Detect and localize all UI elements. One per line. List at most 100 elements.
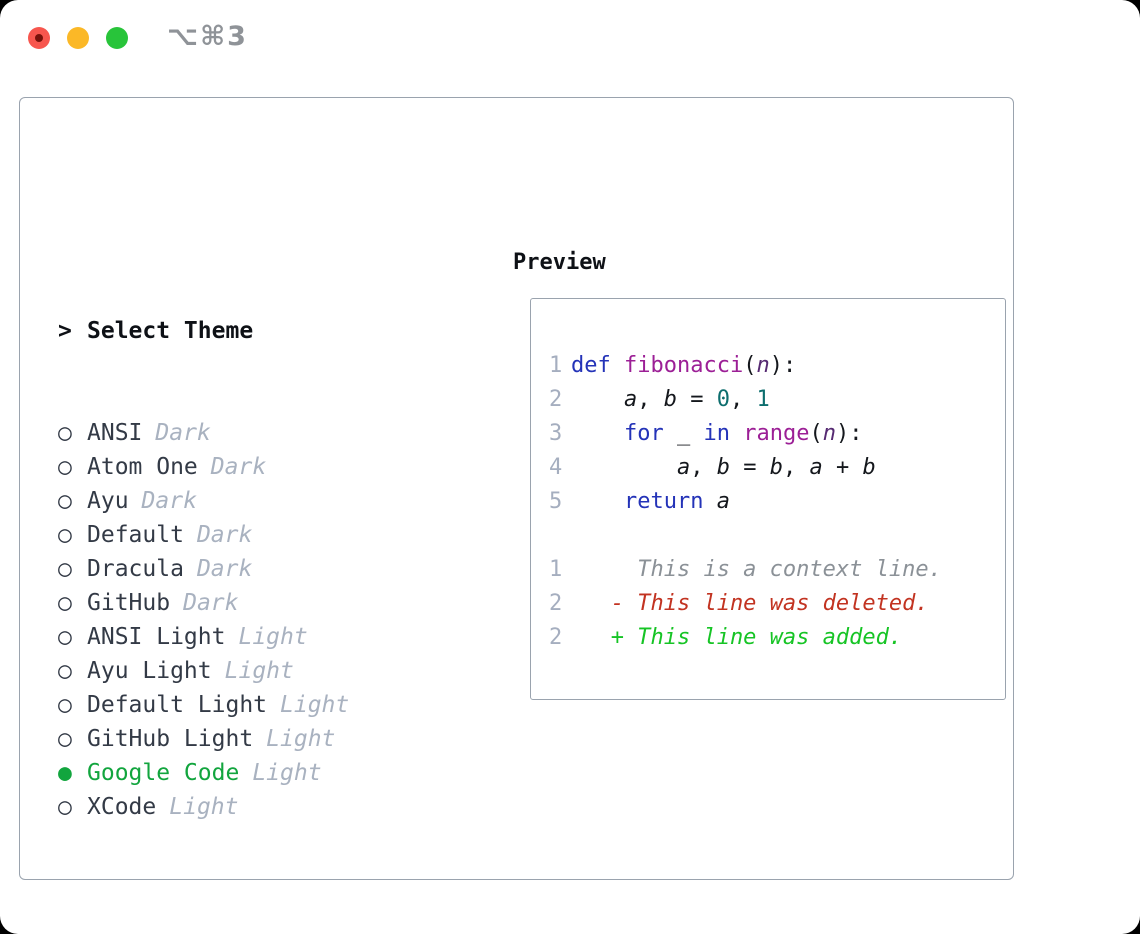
code-token-pl: =: [729, 455, 770, 480]
code-token-pl: [571, 383, 624, 417]
code-token-pl: [571, 485, 624, 519]
code-token-pl: (: [809, 421, 823, 446]
radio-unselected-icon: ○: [58, 522, 72, 548]
minimize-button[interactable]: [67, 27, 89, 49]
code-token-var: a: [809, 455, 823, 480]
code-token-pl: ):: [835, 421, 863, 446]
code-token-var: b: [716, 455, 730, 480]
line-number: 1: [549, 353, 563, 378]
code-token-pl: (: [743, 353, 757, 378]
radio-unselected-icon: ○: [58, 794, 72, 820]
item-variant-tag: Light: [266, 726, 336, 752]
preview-line: 2 - This line was deleted.: [549, 587, 1005, 621]
theme-item-dracula[interactable]: ○ Dracula Dark: [58, 552, 446, 586]
code-token-kw: return: [623, 489, 704, 514]
preview-line: 3 for _ in range(n):: [549, 417, 1005, 451]
radio-unselected-icon: ○: [58, 624, 72, 650]
preview-line: 2 a, b = 0, 1: [549, 383, 1005, 417]
code-token-pl: [571, 451, 677, 485]
radio-unselected-icon: ○: [58, 454, 72, 480]
window-shortcut: ⌥⌘3: [167, 21, 248, 52]
code-token-fn: fibonacci: [624, 353, 744, 378]
item-variant-tag: Dark: [141, 488, 197, 514]
code-token-pl: +: [822, 455, 863, 480]
radio-unselected-icon: ○: [58, 556, 72, 582]
item-variant-tag: Light: [252, 760, 322, 786]
code-token-var: a: [623, 387, 638, 412]
item-label: Default Light: [87, 692, 268, 718]
theme-item-atom-one[interactable]: ○ Atom One Dark: [58, 450, 446, 484]
spacer: [58, 892, 446, 926]
item-variant-tag: Light: [169, 794, 239, 820]
traffic-lights: [28, 27, 128, 49]
preview-line: 4 a, b = b, a + b: [549, 451, 1005, 485]
code-token-del: - This line was deleted.: [571, 591, 929, 616]
radio-selected-icon: ●: [58, 760, 72, 786]
item-label: Default: [87, 522, 184, 548]
item-label: XCode: [87, 794, 157, 820]
theme-item-ayu-light[interactable]: ○ Ayu Light Light: [58, 654, 446, 688]
line-number: [549, 519, 571, 553]
prompt-icon: >: [58, 318, 72, 344]
code-token-pl: ,: [729, 387, 757, 412]
preview-line: 5 return a: [549, 485, 1005, 519]
item-variant-tag: Dark: [183, 590, 239, 616]
item-label: Google Code: [87, 760, 240, 786]
theme-item-default-light[interactable]: ○ Default Light Light: [58, 688, 446, 722]
zoom-button[interactable]: [106, 27, 128, 49]
preview-blank-line: [549, 519, 1005, 553]
radio-unselected-icon: ○: [58, 590, 72, 616]
item-variant-tag: Light: [280, 692, 350, 718]
code-token-prm: n: [822, 421, 836, 446]
close-button[interactable]: [28, 27, 50, 49]
item-label: Ayu Light: [87, 658, 212, 684]
theme-item-google-code[interactable]: ● Google Code Light: [58, 756, 446, 790]
radio-unselected-icon: ○: [58, 658, 72, 684]
code-token-pl: ,: [637, 387, 664, 412]
item-label: Ayu: [87, 488, 129, 514]
line-number: 2: [549, 387, 563, 412]
item-variant-tag: Light: [238, 624, 308, 650]
theme-item-default[interactable]: ○ Default Dark: [58, 518, 446, 552]
code-token-var: b: [663, 387, 677, 412]
theme-item-ansi[interactable]: ○ ANSI Dark: [58, 416, 446, 450]
code-token-ctx: This is a context line.: [571, 557, 942, 582]
code-token-lit: 1: [756, 387, 770, 412]
radio-unselected-icon: ○: [58, 726, 72, 752]
code-token-kw: for: [623, 421, 664, 446]
radio-unselected-icon: ○: [58, 692, 72, 718]
code-token-pl: [703, 485, 716, 519]
item-variant-tag: Light: [224, 658, 294, 684]
code-token-fn: range: [743, 421, 810, 446]
line-number: 4: [549, 455, 563, 480]
item-variant-tag: Dark: [196, 556, 253, 582]
preview-line: 1 This is a context line.: [549, 553, 1005, 587]
code-token-var: b: [862, 455, 876, 480]
item-label: ANSI: [87, 420, 143, 446]
item-variant-tag: Dark: [155, 420, 211, 446]
line-number: 2: [549, 591, 563, 616]
item-label: Atom One: [87, 454, 198, 480]
item-variant-tag: Dark: [210, 454, 267, 480]
select-theme-header: > Select Theme: [58, 314, 446, 348]
item-label: Dracula: [87, 556, 184, 582]
radio-unselected-icon: ○: [58, 420, 72, 446]
radio-unselected-icon: ○: [58, 488, 72, 514]
code-token-pl: [571, 417, 624, 451]
code-token-pl: ,: [690, 455, 717, 480]
code-token-pl: [611, 349, 624, 383]
theme-item-xcode[interactable]: ○ XCode Light: [58, 790, 446, 824]
line-number: 3: [549, 421, 563, 446]
code-token-var: b: [769, 455, 783, 480]
item-variant-tag: Dark: [196, 522, 253, 548]
theme-item-ayu[interactable]: ○ Ayu Dark: [58, 484, 446, 518]
line-number: 2: [549, 625, 563, 650]
select-theme-title: Select Theme: [87, 318, 254, 344]
code-token-prm: n: [756, 353, 770, 378]
